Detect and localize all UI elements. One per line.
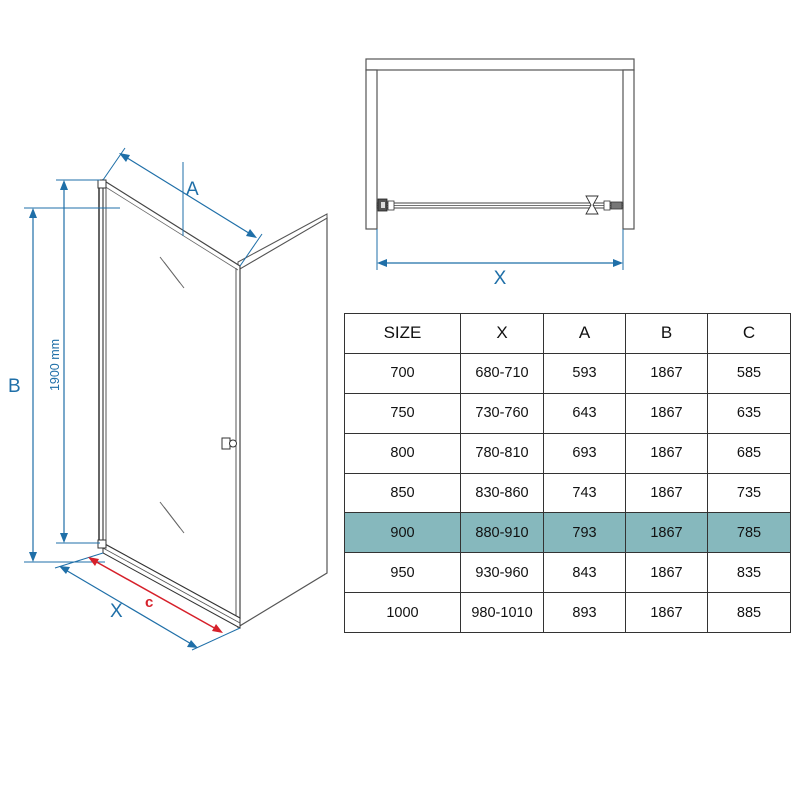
dimension-c-label: c bbox=[145, 594, 153, 611]
dimension-a-label: A bbox=[186, 179, 199, 200]
cell-b: 1867 bbox=[625, 352, 708, 394]
header-x: X bbox=[460, 313, 544, 354]
top-view: X bbox=[365, 58, 635, 289]
cell-c: 685 bbox=[707, 432, 791, 474]
cell-size: 700 bbox=[344, 352, 461, 394]
table-row: 750 730-760 643 1867 635 bbox=[344, 392, 791, 434]
dimension-x-label: X bbox=[110, 601, 123, 622]
cell-a: 893 bbox=[543, 592, 626, 634]
size-table: SIZE X A B C 700 680-710 593 1867 585 75… bbox=[344, 313, 791, 634]
cell-size: 850 bbox=[344, 472, 461, 514]
dimension-c bbox=[88, 557, 223, 633]
side-wall-panel bbox=[237, 216, 328, 629]
cell-x: 930-960 bbox=[460, 552, 544, 594]
door-handle bbox=[221, 437, 237, 450]
cell-c: 785 bbox=[707, 512, 791, 554]
dimension-height-label: 1900 mm bbox=[48, 339, 62, 391]
dimension-x-perspective bbox=[54, 552, 241, 651]
cell-a: 593 bbox=[543, 352, 626, 394]
cell-b: 1867 bbox=[625, 552, 708, 594]
cell-x: 680-710 bbox=[460, 352, 544, 394]
table-row: 800 780-810 693 1867 685 bbox=[344, 432, 791, 474]
door-glass-panel bbox=[97, 178, 241, 629]
cell-c: 585 bbox=[707, 352, 791, 394]
table-header-row: SIZE X A B C bbox=[344, 313, 791, 354]
dimension-b bbox=[24, 207, 120, 563]
cell-a: 643 bbox=[543, 392, 626, 434]
table-row: 950 930-960 843 1867 835 bbox=[344, 552, 791, 594]
cell-a: 843 bbox=[543, 552, 626, 594]
cell-x: 980-1010 bbox=[460, 592, 544, 634]
table-row: 700 680-710 593 1867 585 bbox=[344, 352, 791, 394]
cell-c: 735 bbox=[707, 472, 791, 514]
table-row: 1000 980-1010 893 1867 885 bbox=[344, 592, 791, 634]
cell-size: 1000 bbox=[344, 592, 461, 634]
top-view-left-wall bbox=[365, 69, 378, 230]
header-size: SIZE bbox=[344, 313, 461, 354]
cell-a: 693 bbox=[543, 432, 626, 474]
table-row: 850 830-860 743 1867 735 bbox=[344, 472, 791, 514]
cell-size: 800 bbox=[344, 432, 461, 474]
cell-a: 743 bbox=[543, 472, 626, 514]
top-view-x-label: X bbox=[494, 268, 507, 289]
top-view-back-wall bbox=[365, 58, 635, 71]
dimension-a bbox=[102, 147, 263, 267]
table-row-highlighted: 900 880-910 793 1867 785 bbox=[344, 512, 791, 554]
header-b: B bbox=[625, 313, 708, 354]
cell-b: 1867 bbox=[625, 512, 708, 554]
cell-x: 880-910 bbox=[460, 512, 544, 554]
cell-x: 730-760 bbox=[460, 392, 544, 434]
top-view-x-dimension bbox=[376, 229, 624, 270]
header-c: C bbox=[707, 313, 791, 354]
perspective-view: A 1900 mm B bbox=[8, 147, 328, 651]
top-view-door-profile bbox=[376, 195, 624, 215]
cell-c: 885 bbox=[707, 592, 791, 634]
cell-c: 635 bbox=[707, 392, 791, 434]
top-view-right-wall bbox=[622, 69, 635, 230]
cell-b: 1867 bbox=[625, 592, 708, 634]
dimension-height-1900 bbox=[56, 179, 100, 544]
cell-size: 900 bbox=[344, 512, 461, 554]
cell-a: 793 bbox=[543, 512, 626, 554]
cell-size: 950 bbox=[344, 552, 461, 594]
header-a: A bbox=[543, 313, 626, 354]
dimension-b-label: B bbox=[8, 376, 21, 397]
cell-x: 830-860 bbox=[460, 472, 544, 514]
cell-size: 750 bbox=[344, 392, 461, 434]
cell-b: 1867 bbox=[625, 472, 708, 514]
cell-b: 1867 bbox=[625, 392, 708, 434]
cell-c: 835 bbox=[707, 552, 791, 594]
cell-b: 1867 bbox=[625, 432, 708, 474]
cell-x: 780-810 bbox=[460, 432, 544, 474]
